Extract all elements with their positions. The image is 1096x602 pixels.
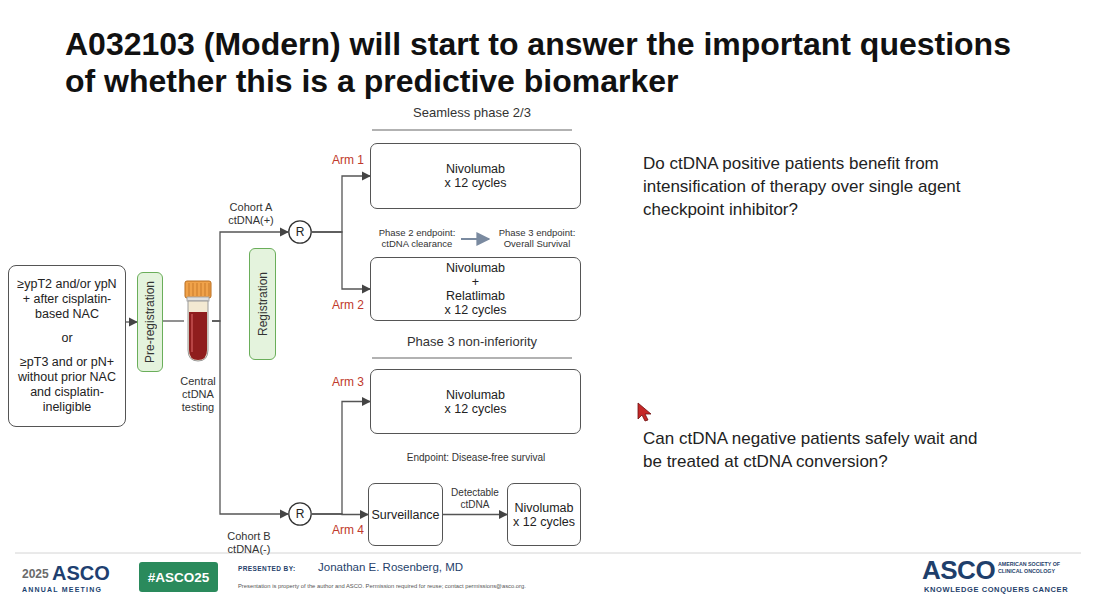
stage-box: Registration [249,248,276,360]
endpoint-note: Endpoint: Disease-free survival [376,452,576,463]
treatment-box: Nivolumab x 12 cycles [507,483,581,546]
eligibility-box: ≥ypT2 and/or ypN + after cisplatin-based… [8,265,126,427]
node-text: Pre-registration [143,281,157,363]
node-text: Registration [256,272,270,336]
connector-arrow [312,232,370,289]
circle-shape [289,503,311,525]
treatment-box: Nivolumab x 12 cycles [370,369,581,434]
arm-label: Arm 3 [332,375,372,389]
hashtag-badge: #ASCO25 [139,562,218,592]
endpoint-arrow [461,238,489,240]
question-text: Do ctDNA positive patients benefit from … [643,152,988,221]
node-text: R [296,507,305,521]
cohort-label: Cohort A ctDNA(+) [224,201,278,227]
connector-label: Detectable ctDNA [445,487,505,511]
node-text: ≥ypT2 and/or ypN + after cisplatin-based… [15,277,119,322]
arm-label: Arm 2 [332,298,372,312]
mouse-cursor [638,403,651,421]
connector-arrow [126,321,137,322]
connector-arrow [312,402,370,515]
logo-text: ANNUAL MEETING [22,586,137,593]
node-text: R [296,225,305,239]
cap-ridges [189,283,209,296]
logo-text: ASCO [52,562,122,585]
tube-highlight [191,314,193,352]
connector-arrow [312,513,368,515]
connector-arrow [163,320,184,321]
presenter-heading: PRESENTED BY: [238,565,318,572]
footer-rule [15,553,1081,554]
randomization-circle: R [288,502,312,526]
blood-sample [189,312,207,360]
question-text: Can ctDNA negative patients safely wait … [643,427,988,473]
endpoint-note: Phase 2 endpoint: ctDNA clearance [373,227,461,249]
section-rule [372,357,572,358]
cohort-label: Cohort B ctDNA(-) [222,530,276,556]
stage-box: Pre-registration [137,272,163,372]
disclaimer: Presentation is property of the author a… [238,583,668,589]
tube-collar [187,297,209,301]
arm-label: Arm 4 [332,523,372,537]
randomization-circle: R [288,220,312,244]
logo-text: 2025 [22,567,54,581]
blood-tube: Central ctDNA testing [184,281,212,361]
section-rule [372,129,572,130]
section-heading: Phase 3 non-inferiority [372,334,572,349]
logo-text: ASCO [922,555,998,586]
node-text: Central ctDNA testing [172,375,224,414]
treatment-box: Nivolumab + Relatlimab x 12 cycles [370,257,581,321]
presenter-name: Jonathan E. Rosenberg, MD [318,561,538,573]
node-text: #ASCO25 [148,570,210,585]
logo-text: KNOWLEDGE CONQUERS CANCER [924,585,1084,594]
node-text: Nivolumab x 12 cycles [442,388,510,416]
node-text: or [15,331,119,346]
slide-title: A032103 (Modern) will start to answer th… [65,26,1020,100]
node-text: ≥pT3 and or pN+ without prior NAC and ci… [15,355,119,415]
treatment-box: Nivolumab x 12 cycles [370,143,581,209]
node-text: Nivolumab x 12 cycles [442,162,510,190]
node-text: Surveillance [371,508,439,522]
endpoint-note: Phase 3 endpoint: Overall Survival [492,227,582,249]
circle-shape [289,221,311,243]
section-heading: Seamless phase 2/3 [372,105,572,120]
blood-tube-illustration [185,281,211,361]
tube-cap [185,281,211,298]
tube-body [188,301,208,361]
arm-label: Arm 1 [332,153,372,167]
node-text: Nivolumab + Relatlimab x 12 cycles [442,261,510,317]
node-text: Nivolumab x 12 cycles [510,501,578,529]
logo-text: AMERICAN SOCIETY OF CLINICAL ONCOLOGY [998,561,1080,575]
connector-arrow [443,514,507,515]
surveillance-box: Surveillance [368,483,443,546]
connector-arrow [312,176,370,232]
